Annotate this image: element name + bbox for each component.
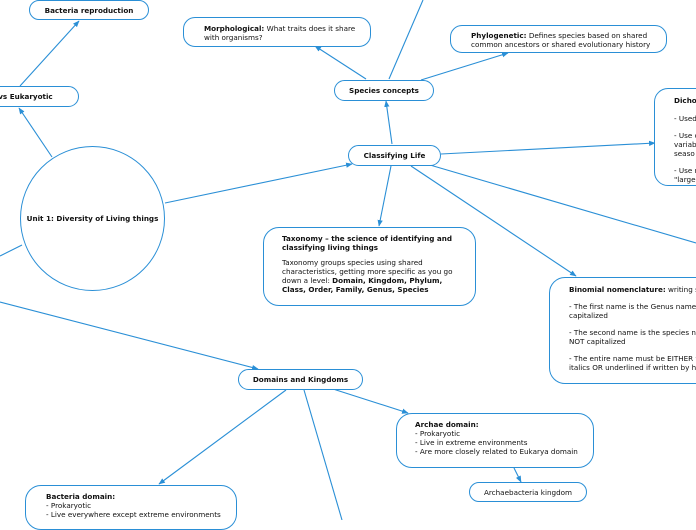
- bacteria-domain-item: - Prokaryotic: [46, 501, 92, 510]
- bacteria-domain-title: Bacteria domain:: [46, 492, 116, 501]
- unit-1-central-node[interactable]: Unit 1: Diversity of Living things: [20, 146, 165, 291]
- taxonomy-text: Taxonomy groups species using shared cha…: [282, 258, 453, 285]
- edge-left-to-domains: [0, 301, 259, 371]
- dichotomous-key-node[interactable]: Dicho - Used - Use c variab seaso - Use …: [654, 88, 696, 186]
- classifying-life-node[interactable]: Classifying Life: [348, 145, 441, 166]
- domains-and-kingdoms-label: Domains and Kingdoms: [252, 375, 349, 384]
- morphological-node[interactable]: Morphological: What traits does it share…: [183, 17, 371, 47]
- edge-classifying-to-dicho: [440, 140, 656, 155]
- binomial-rule-line: NOT capitalized: [569, 337, 626, 346]
- prokaryotic-vs-eukaryotic-node[interactable]: ic vs Eukaryotic: [0, 86, 79, 107]
- edge-unit-left: [0, 244, 23, 257]
- archae-domain-item: - Prokaryotic: [415, 429, 461, 438]
- archaebacteria-kingdom-node[interactable]: Archaebacteria kingdom: [469, 482, 587, 502]
- archaebacteria-kingdom-label: Archaebacteria kingdom: [483, 487, 573, 497]
- edge-prok-to-reproduction: [19, 20, 80, 87]
- classifying-life-label: Classifying Life: [363, 151, 426, 160]
- taxonomy-node[interactable]: Taxonomy – the science of identifying an…: [263, 227, 476, 306]
- dichotomous-line: variab: [674, 140, 696, 149]
- bacteria-domain-item: - Live everywhere except extreme environ…: [46, 510, 221, 519]
- phylogenetic-title: Phylogenetic:: [471, 31, 527, 40]
- binomial-rule-line: - The second name is the species na: [569, 328, 696, 337]
- edge-species-up: [388, 0, 424, 80]
- archae-domain-item: - Live in extreme environments: [415, 438, 528, 447]
- prokaryotic-vs-eukaryotic-label: ic vs Eukaryotic: [0, 92, 53, 101]
- taxonomy-levels: Domain, Kingdom, Phylum, Class, Order, F…: [282, 276, 443, 294]
- edge-classifying-to-taxonomy: [377, 165, 392, 227]
- species-concepts-label: Species concepts: [349, 86, 419, 95]
- dichotomous-line: - Use r: [674, 166, 696, 175]
- binomial-rule-line: italics OR underlined if written by ha: [569, 363, 696, 372]
- bacteria-reproduction-node[interactable]: Bacteria reproduction: [29, 0, 149, 20]
- edge-archae-to-kingdom: [513, 467, 522, 483]
- edge-unit-to-classifying: [164, 162, 353, 204]
- phylogenetic-text: Defines species based on shared common a…: [471, 31, 651, 49]
- species-concepts-node[interactable]: Species concepts: [334, 80, 434, 101]
- taxonomy-title: Taxonomy – the science of identifying an…: [282, 234, 453, 252]
- binomial-heading: Binomial nomenclature: writing sp: [569, 285, 696, 294]
- binomial-nomenclature-node[interactable]: Binomial nomenclature: writing sp - The …: [549, 277, 696, 384]
- unit-1-label: Unit 1: Diversity of Living things: [26, 214, 159, 223]
- morphological-text: What traits does it share with organisms…: [204, 24, 356, 42]
- bacteria-reproduction-label: Bacteria reproduction: [44, 5, 134, 15]
- edge-domains-down: [303, 389, 343, 520]
- phylogenetic-node[interactable]: Phylogenetic: Defines species based on s…: [450, 25, 667, 53]
- archae-domain-node[interactable]: Archae domain: - Prokaryotic - Live in e…: [396, 413, 594, 468]
- binomial-rule-line: capitalized: [569, 311, 608, 320]
- edge-domains-to-bacteria: [158, 389, 287, 485]
- binomial-title: Binomial nomenclature:: [569, 285, 666, 294]
- edge-domains-to-archae: [332, 388, 409, 414]
- dichotomous-line: - Used: [674, 114, 696, 123]
- archae-domain-item: - Are more closely related to Eukarya do…: [415, 447, 578, 456]
- binomial-rule-line: - The entire name must be EITHER t: [569, 354, 696, 363]
- bacteria-domain-node[interactable]: Bacteria domain: - Prokaryotic - Live ev…: [25, 485, 237, 530]
- binomial-rule-line: - The first name is the Genus name: [569, 302, 696, 311]
- dichotomous-line: seaso: [674, 149, 695, 158]
- archae-domain-title: Archae domain:: [415, 420, 479, 429]
- domains-and-kingdoms-node[interactable]: Domains and Kingdoms: [238, 369, 363, 390]
- morphological-title: Morphological:: [204, 24, 265, 33]
- binomial-title-rest: writing sp: [668, 285, 696, 294]
- dichotomous-line: - Use c: [674, 131, 696, 140]
- dichotomous-line: "large': [674, 175, 696, 184]
- edge-species-to-phylo: [420, 52, 509, 81]
- edge-unit-to-prok: [18, 107, 53, 158]
- edge-classifying-to-species: [384, 100, 393, 145]
- dichotomous-title: Dicho: [674, 96, 696, 105]
- edge-species-to-morph: [314, 45, 367, 80]
- taxonomy-description: Taxonomy groups species using shared cha…: [282, 258, 463, 294]
